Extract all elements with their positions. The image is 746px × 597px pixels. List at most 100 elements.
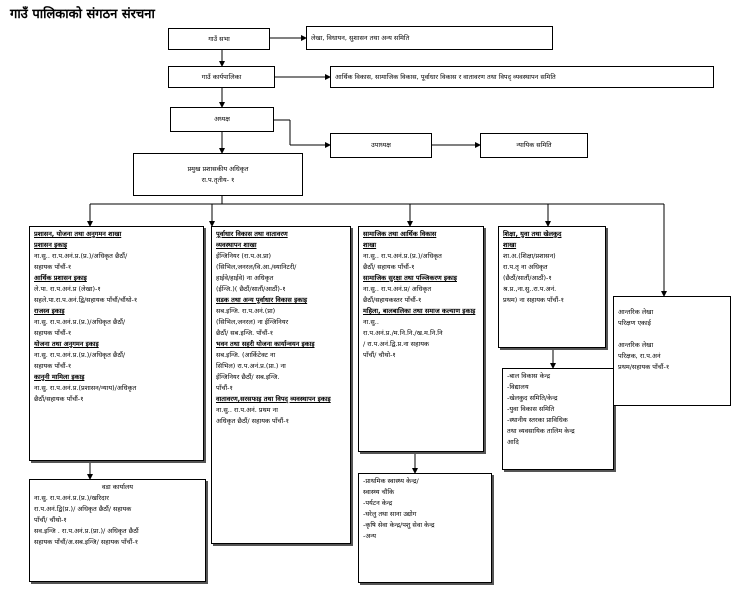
branch1-unit-3-line: ना.सु. रा.प.अनं.प्र.(प्र.)/अधिकृत छैठौं/ xyxy=(34,318,126,326)
branch2-unit-1-line: सब.इन्जि. रा.प.अनं.(प्रा) xyxy=(216,307,276,315)
ward-office-box: वडा कार्यालय ना.सु. रा.प.अनं.प्र.(प्र.)/… xyxy=(29,479,206,582)
ward-office-line: सहायक पाँचौं/अ.सब.इन्जि/ सहायक पाँचौं-१ xyxy=(34,538,139,546)
cao-title: प्रमुख प्रशासकीय अधिकृत xyxy=(187,164,249,173)
village-executive-label: गाउँ कार्यपालिका xyxy=(201,72,242,81)
education-centre-item: -स्थानीय स्तरका प्राविधिक xyxy=(507,416,568,424)
vice-chairperson-label: उपाध्यक्ष xyxy=(371,141,391,149)
branch3-unit-2-line: / रा.प.अनं.द्वि.प्र.ना सहायक xyxy=(363,340,429,348)
service-centre-item: -घरेलु तथा साना उद्योग xyxy=(363,510,417,518)
branch3-unit-1-line: छैठौं/सहायकस्तर पाँचौं-१ xyxy=(363,296,422,304)
internal-audit-line: परिक्षण एकाई xyxy=(618,319,651,327)
judicial-committee-label: न्यायिक समिति xyxy=(516,141,552,149)
cao-rank: रा.प.तृतीय- १ xyxy=(201,175,235,184)
ward-office-heading: वडा कार्यालय xyxy=(101,483,134,491)
service-centres-box: -प्राथमिक स्वास्थ्य केन्द्र/ स्वास्थ्य च… xyxy=(358,473,492,583)
internal-audit-line: आन्तरिक लेखा xyxy=(618,341,654,349)
education-centre-item: -युवा विकास समिति xyxy=(507,405,555,413)
branch2-line: (ईन्जि.)( छैठौं/सातौं/आठौं)-१ xyxy=(216,285,286,293)
branch1-unit-1-line: सहायक पाँचौं-१ xyxy=(34,263,72,271)
branch2-line: हाईवे/हाईवे) ना अधिकृत xyxy=(216,274,274,282)
education-centre-item: -खेलकुद समिति/केन्द्र xyxy=(507,394,558,402)
infrastructure-branch: पूर्वाधार विकास तथा वातावरण व्यवस्थापन श… xyxy=(211,226,351,544)
branch2-unit-3-line: अधिकृत छैठौं/ सहायक पाँचौं-१ xyxy=(216,417,289,425)
branch2-line: ईन्जिनियर (रा.प.अ.प्रा) xyxy=(216,252,272,260)
branch3-unit-2-line: पाँचौं/ चौथो-१ xyxy=(363,351,396,359)
branch2-unit-2-name: भवन तथा सहरी योजना कार्यान्वयन इकाइ xyxy=(216,340,315,348)
internal-audit-line: परिक्षक, रा.प.अनं xyxy=(618,352,661,360)
page-title: गाउँ पालिकाको संगठन संरचना xyxy=(10,7,155,22)
branch3-subheading: शाखा xyxy=(363,241,377,249)
village-assembly-label: गाउँ सभा xyxy=(208,34,230,43)
branch1-heading: प्रशासन, योजना तथा अनुगमन शाखा xyxy=(34,230,122,238)
branch1-unit-2-line: सहले.पा.रा.प.अनं.द्वि/सहायक पाँचौं/चौंथो… xyxy=(34,296,138,304)
service-centre-item: स्वास्थ्य चौकि xyxy=(363,488,395,496)
branch2-unit-2-line: सब.इन्जि. (आर्किटेक्ट ना xyxy=(216,351,276,359)
judicial-committee-box: न्यायिक समिति xyxy=(480,133,588,158)
branch4-line: श्र.प्र.,ना.सु..रा.प.अनं. xyxy=(503,285,557,293)
branch1-unit-5-line: ना.सु. रा.प.अनं.प्र.(प्रशासन/न्याय)/अधिक… xyxy=(34,384,137,392)
branch1-unit-5-line: छैठौं/सहायक पाँचौं-१ xyxy=(34,395,84,403)
ward-office-line: पाँचौं/ चौंथो-१ xyxy=(34,516,67,524)
executive-committees-label: आर्थिक विकास, सामाजिक विकास, पूर्वाधार व… xyxy=(335,72,556,81)
cao-box: प्रमुख प्रशासकीय अधिकृत रा.प.तृतीय- १ xyxy=(133,153,303,196)
service-centre-item: -प्राथमिक स्वास्थ्य केन्द्र/ xyxy=(363,477,419,485)
branch1-unit-4-line: सहायक पाँचौं-१ xyxy=(34,362,72,370)
branch1-unit-1-line: ना.सु.. रा.प.अनं.प्र.(प्र.)/अधिकृत छैठौं… xyxy=(34,252,128,260)
branch2-unit-1-line: (सिभिल,जनरल) ना ईन्जिनियर xyxy=(216,318,289,326)
education-centre-item: आदि xyxy=(507,438,519,446)
education-centre-item: तथा व्यवसायिक तालिम केन्द्र xyxy=(507,427,575,435)
branch3-unit-1-name: सामाजिक सुरक्षा तथा पञ्जिकरण इकाइ xyxy=(363,274,457,282)
branch3-unit-2-name: महिला, बालबालिका तथा समाज कल्याण इकाइ xyxy=(363,307,476,315)
education-youth-branch: शिक्षा, युवा तथा खेलकुद शाखा शा.अ.(शिक्ष… xyxy=(498,226,606,348)
admin-planning-branch: प्रशासन, योजना तथा अनुगमन शाखा प्रशासन इ… xyxy=(29,226,204,461)
executive-committees-box: आर्थिक विकास, सामाजिक विकास, पूर्वाधार व… xyxy=(330,66,714,88)
branch3-heading: सामाजिक तथा आर्थिक विकास xyxy=(363,230,437,238)
ward-office-line: ना.सु. रा.प.अनं.प्र.(प्र.)/खरिदार xyxy=(34,494,109,502)
branch2-unit-1-line: छैठौं/ सब.इन्जि. पाँचौं-१ xyxy=(216,329,274,337)
service-centre-item: -पर्यटन केन्द्र xyxy=(363,499,393,507)
branch2-line: (सिभिल,जनरल/वि.आ./स्यानिटरी/ xyxy=(216,263,297,271)
branch4-subheading: शाखा xyxy=(503,241,517,249)
branch3-line: छैठौं/ सहायक पाँचौं-१ xyxy=(363,263,415,271)
branch1-unit-4-name: योजना तथा अनुगमन इकाइ xyxy=(34,340,99,348)
branch2-unit-2-line: सिभिल) रा.प.अनं.प्र.(प्रा.) ना xyxy=(216,362,286,370)
branch3-unit-2-line: रा.प.अनं.प्र./म.नि.नि./ख.म.नि.नि xyxy=(363,329,443,337)
service-centre-item: -कृषि सेवा केन्द्र/पशु सेवा केन्द्र xyxy=(363,521,435,529)
education-centre-item: -विद्यालय xyxy=(507,383,529,391)
village-executive-box: गाउँ कार्यपालिका xyxy=(168,66,275,88)
branch1-unit-4-line: ना.सु. रा.प.अनं.प्र.(प्र.)/अधिकृत छैठौं/ xyxy=(34,351,126,359)
education-centre-item: -बाल विकास केन्द्र xyxy=(507,372,551,380)
education-centres-box: -बाल विकास केन्द्र -विद्यालय -खेलकुद समि… xyxy=(502,368,614,470)
branch4-line: रा.प.तृ ना अधिकृत xyxy=(503,263,548,271)
branch2-unit-3-name: वातावरण,सरसफाइ तथा विपद् व्यवस्थापन इकाइ xyxy=(216,395,331,403)
ward-office-line: रा.प.अनं.द्वि(प्र.)/ अधिकृत छैठौं/ सहायक xyxy=(34,505,132,513)
branch2-unit-3-line: ना.सु.. रा.प.अनं. प्रथम ना xyxy=(216,406,278,414)
branch4-line: (छैठौं/सातौं/आठौं)-१ xyxy=(503,274,552,282)
village-assembly-box: गाउँ सभा xyxy=(168,28,270,50)
internal-audit-line: आन्तरिक लेखा xyxy=(618,308,654,316)
branch1-unit-3-name: राजस्व इकाइ xyxy=(34,307,65,315)
branch1-unit-1-name: प्रशासन इकाइ xyxy=(34,241,68,249)
branch1-unit-2-line: ले.पा. रा.प.अनं.प्र (लेखा)-१ xyxy=(34,285,101,293)
assembly-committees-label: लेखा, विधायन, सुशासन तथा अन्य समिति xyxy=(311,33,410,42)
branch1-unit-2-name: आर्थिक प्रशासन इकाइ xyxy=(34,274,87,282)
service-centre-item: -अन्य xyxy=(363,532,376,540)
branch2-unit-2-line: ईन्जिनियर छैठौं/ सब.इन्जि. xyxy=(216,373,280,381)
chairperson-box: अध्यक्ष xyxy=(170,107,274,132)
branch2-subheading: व्यवस्थापन शाखा xyxy=(216,241,257,249)
chairperson-label: अध्यक्ष xyxy=(214,115,230,123)
social-economic-branch: सामाजिक तथा आर्थिक विकास शाखा ना.सु.. रा… xyxy=(358,226,484,452)
branch4-line: प्रथम) ना सहायक पाँचौं-१ xyxy=(503,296,564,304)
branch3-unit-1-line: ना.सु.. रा.प.अनं.प्र/ अधिकृत xyxy=(363,285,432,293)
branch1-unit-3-line: सहायक पाँचौं-१ xyxy=(34,329,72,337)
internal-audit-line xyxy=(618,329,726,340)
vice-chairperson-box: उपाध्यक्ष xyxy=(330,133,432,158)
branch2-unit-2-line: पाँचौं-१ xyxy=(216,384,233,392)
branch4-line: शा.अ.(शिक्षा/प्रशासन) xyxy=(503,252,556,260)
branch2-heading: पूर्वाधार विकास तथा वातावरण xyxy=(216,230,288,238)
internal-audit-box: आन्तरिक लेखा परिक्षण एकाई आन्तरिक लेखा प… xyxy=(613,296,731,406)
branch2-unit-1-name: सडक तथा अन्य पूर्वाधार विकास इकाइ xyxy=(216,296,308,304)
internal-audit-line: प्रथम/सहायक पाँचौं-१ xyxy=(618,363,670,371)
branch3-line: ना.सु.. रा.प.अनं.प्र.(प्र.)/अधिकृत xyxy=(363,252,442,260)
